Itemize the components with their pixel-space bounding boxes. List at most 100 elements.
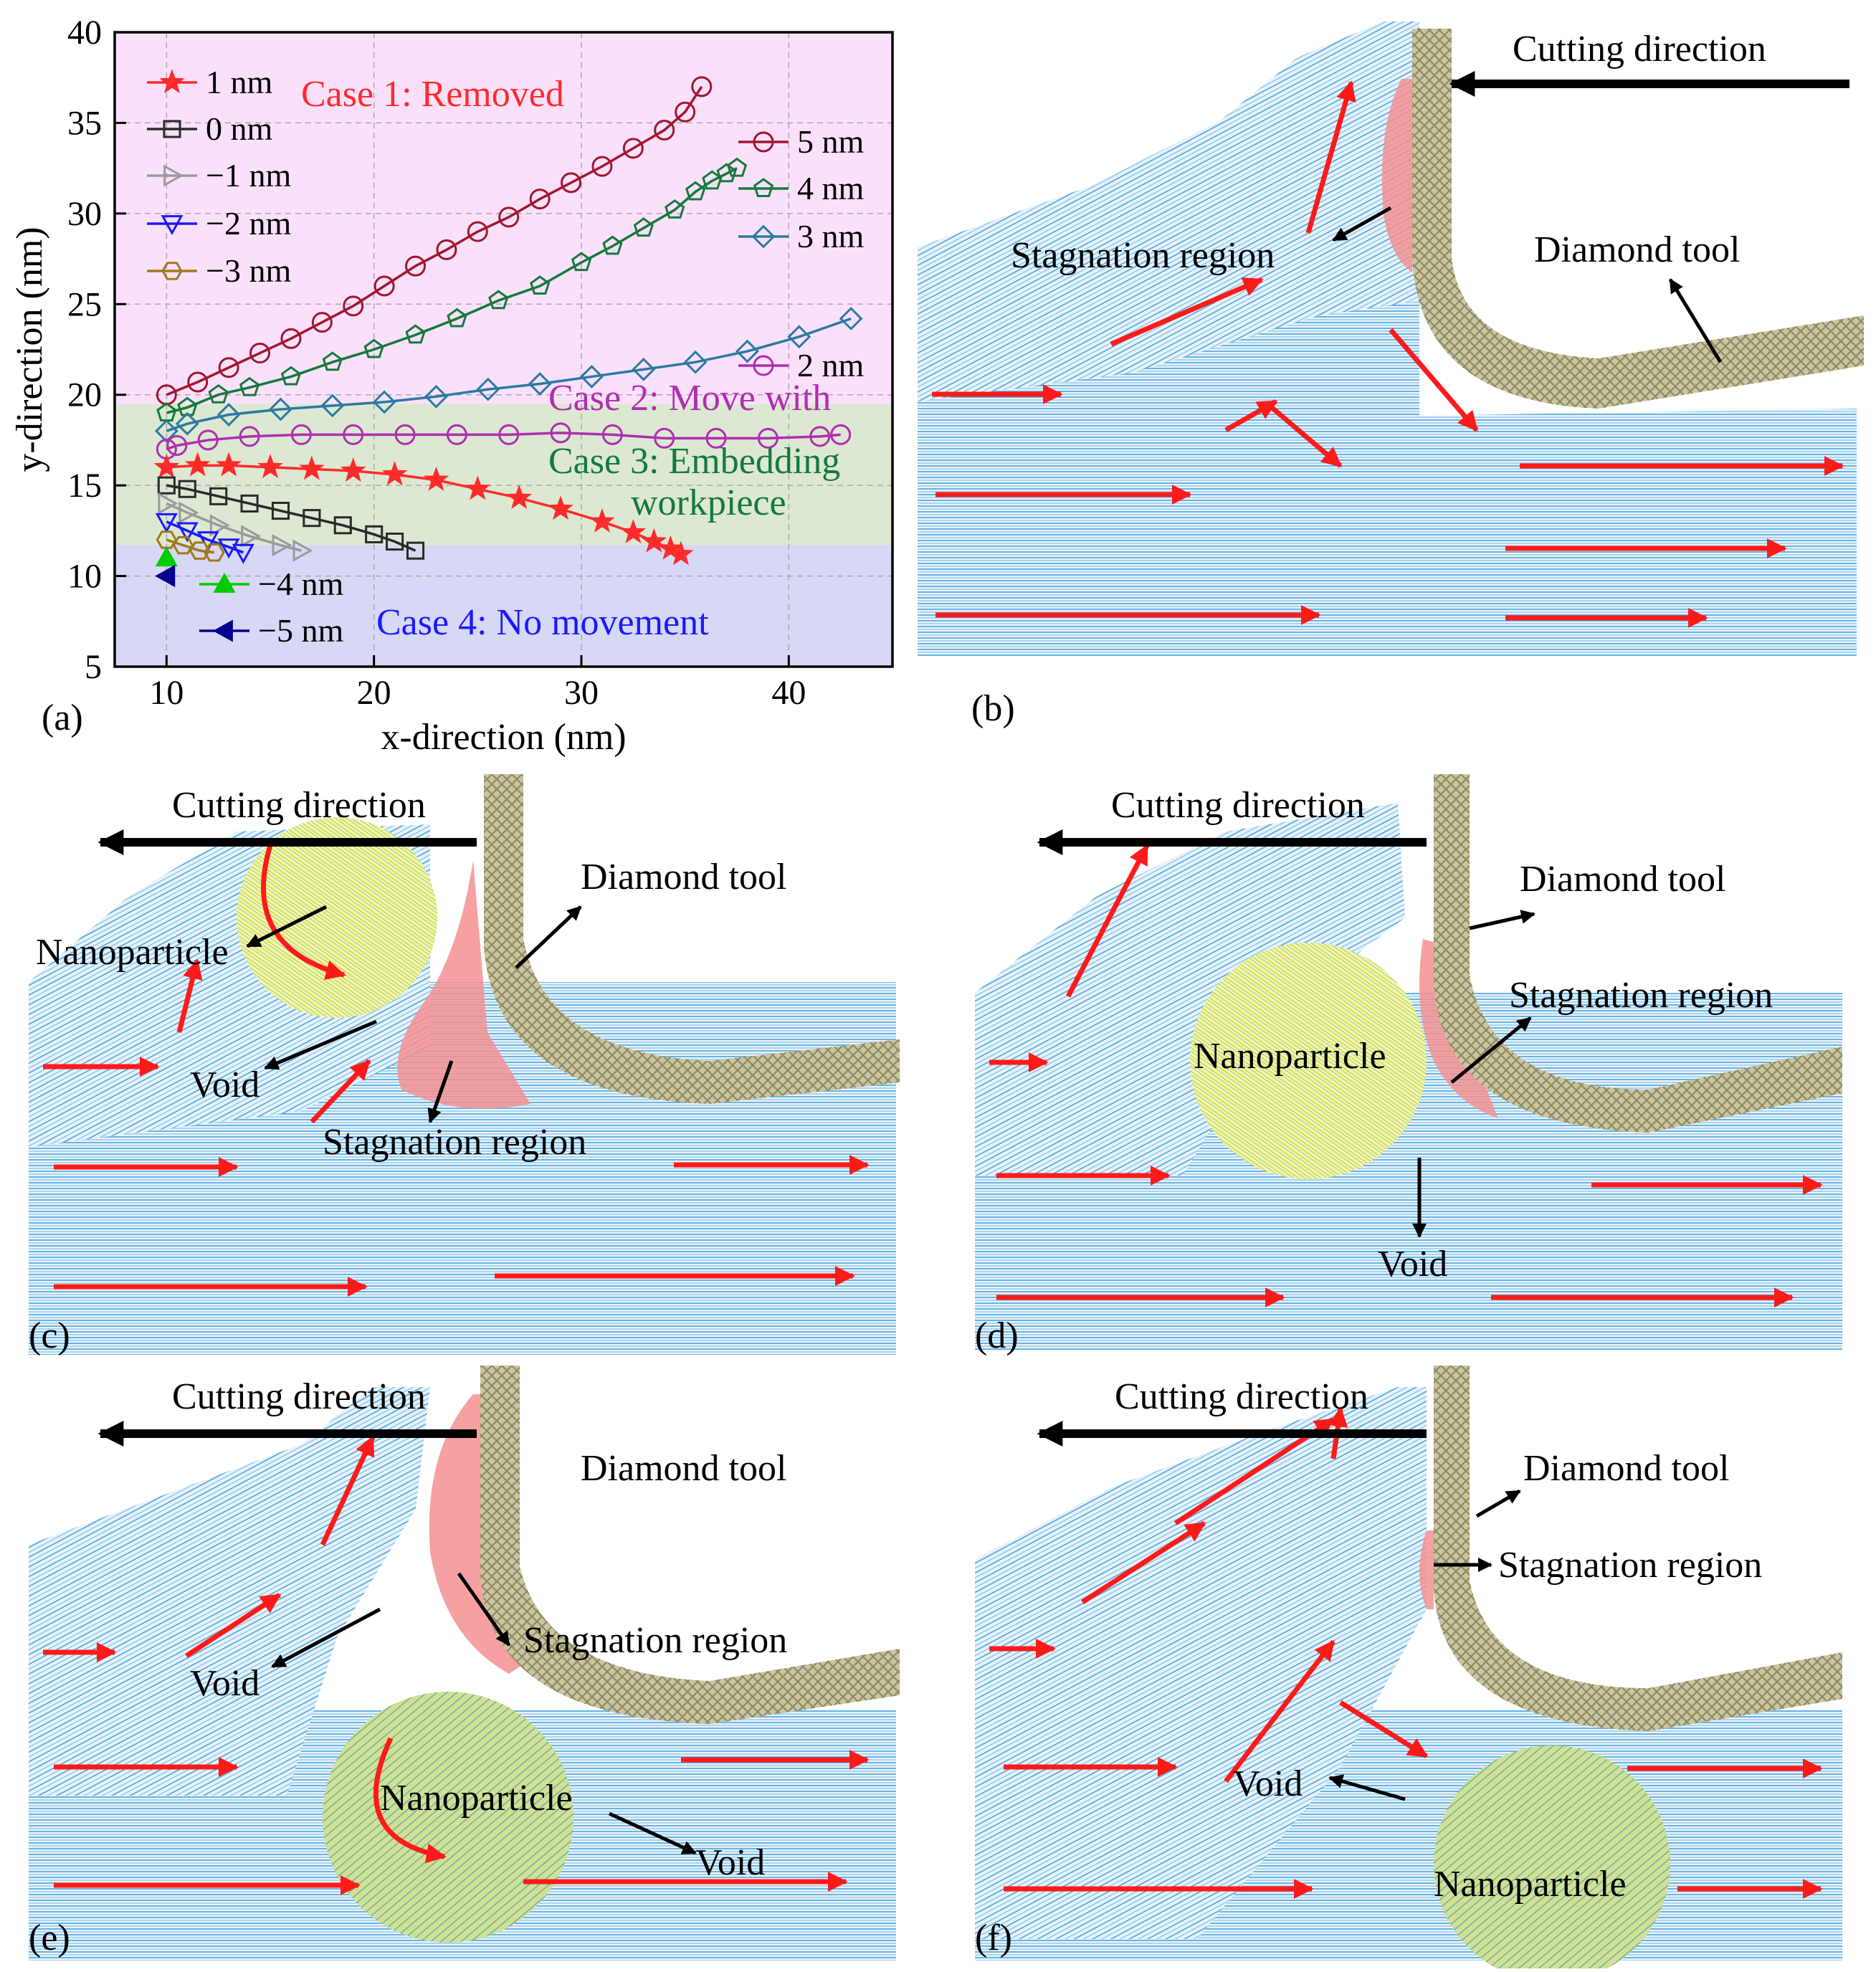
series-10 [155, 565, 176, 588]
data-point-1-12 [602, 235, 623, 255]
data-point-4-3 [257, 454, 283, 479]
legend-marker-7 [753, 131, 774, 153]
label-arrows [1332, 206, 1723, 363]
flow-arrows [43, 837, 870, 1297]
data-point-4-13 [641, 528, 667, 553]
legend-marker-8 [753, 178, 774, 198]
flow-arrows [932, 80, 1844, 628]
cutting-direction-label: Cutting direction [1111, 785, 1365, 826]
data-point-0-14 [591, 156, 613, 177]
stagnation-region-label: Stagnation region [1498, 1545, 1762, 1586]
data-point-1-13 [633, 217, 654, 237]
data-point-2-13 [787, 325, 811, 349]
diamond-tool-shape [480, 1358, 900, 1724]
data-point-7-2 [196, 531, 219, 552]
data-point-2-14 [839, 307, 863, 330]
data-point-1-10 [530, 275, 551, 295]
data-point-0-5 [311, 312, 333, 333]
legend-entry-10: 2 nm [738, 347, 865, 384]
data-point-0-8 [405, 255, 427, 277]
y-tick-label-5: 30 [67, 195, 102, 233]
panel-e: Cutting direction Diamond tool Stagnatio… [0, 1358, 932, 1968]
legend-label-9: 3 nm [797, 218, 865, 254]
y-axis-label: y-direction (nm) [9, 227, 50, 472]
data-point-7-4 [232, 543, 254, 564]
stagnation-region-label: Stagnation region [323, 1122, 586, 1163]
diamond-tool-label: Diamond tool [1534, 229, 1740, 270]
data-point-1-3 [239, 376, 260, 396]
data-point-0-13 [561, 172, 582, 194]
data-point-3-8 [498, 424, 520, 445]
data-point-2-0 [154, 419, 178, 443]
chip-region [29, 1387, 430, 1796]
data-point-4-8 [465, 475, 491, 500]
data-point-4-9 [506, 485, 533, 509]
data-point-5-4 [271, 501, 290, 520]
panel-label-f: (f) [975, 1918, 1012, 1958]
legend-marker-0 [159, 69, 185, 94]
data-point-1-18 [726, 157, 748, 177]
data-point-2-10 [632, 357, 656, 381]
series-1 [156, 157, 748, 422]
data-point-0-2 [218, 357, 239, 378]
diamond-tool-shape [1434, 1358, 1842, 1731]
region-label-2: Case 3: Embedding [548, 441, 840, 482]
series-line-3 [166, 432, 841, 451]
data-point-3-6 [394, 424, 416, 445]
data-point-6-1 [178, 501, 199, 524]
data-point-1-6 [363, 338, 384, 358]
series-5 [157, 476, 425, 560]
data-point-5-7 [365, 525, 384, 543]
void-label-1: Void [190, 1663, 260, 1704]
panel-f: Cutting direction Diamond tool Stagnatio… [939, 1358, 1876, 1972]
data-point-0-7 [373, 275, 395, 297]
cutting-direction-label: Cutting direction [1115, 1376, 1368, 1417]
data-point-4-2 [216, 452, 242, 477]
series-4 [153, 452, 694, 566]
data-point-5-3 [240, 494, 259, 513]
data-point-0-6 [343, 295, 364, 317]
data-point-7-1 [176, 522, 199, 543]
stagnation-region-label: Stagnation region [1509, 975, 1773, 1016]
series-line-2 [166, 317, 852, 432]
chip-region [918, 22, 1419, 401]
data-point-2-7 [476, 377, 500, 401]
data-point-3-15 [830, 424, 852, 445]
data-point-4-7 [423, 466, 449, 491]
data-point-1-9 [488, 290, 509, 310]
data-point-2-2 [216, 403, 241, 427]
data-point-0-4 [280, 328, 302, 349]
legend-label-2: −1 nm [206, 157, 291, 194]
stagnation-region-shape [429, 1394, 530, 1674]
data-point-4-5 [340, 457, 366, 482]
legend-entry-1: 0 nm [147, 110, 273, 147]
legend-entry-9: 3 nm [738, 218, 865, 254]
legend-entry-4: −3 nm [147, 252, 291, 289]
legend-marker-5 [213, 572, 236, 593]
data-point-1-7 [405, 324, 426, 344]
data-point-0-9 [436, 239, 457, 260]
data-point-5-9 [406, 541, 425, 560]
data-point-3-13 [757, 427, 779, 449]
data-point-6-0 [158, 492, 178, 515]
cutting-direction-label: Cutting direction [1513, 29, 1766, 70]
data-point-3-5 [343, 424, 364, 445]
data-point-2-9 [580, 365, 604, 389]
legend-label-1: 0 nm [206, 110, 273, 147]
legend-label-6: −5 nm [258, 612, 343, 649]
series-line-0 [166, 85, 703, 396]
series-6 [158, 492, 313, 562]
data-point-4-10 [548, 495, 573, 520]
data-point-3-1 [166, 435, 188, 457]
legend-entry-7: 5 nm [738, 123, 865, 160]
data-point-0-15 [622, 138, 644, 159]
stagnation-region-label: Stagnation region [1011, 235, 1275, 276]
legend-marker-3 [161, 215, 184, 236]
legend-entry-5: −4 nm [199, 566, 343, 602]
diamond-tool-label: Diamond tool [1520, 859, 1725, 900]
stagnation-region-shape [1419, 1530, 1434, 1609]
data-point-2-4 [320, 394, 345, 418]
data-point-3-7 [446, 424, 467, 445]
data-point-5-1 [178, 480, 196, 498]
series-line-6 [166, 502, 302, 552]
